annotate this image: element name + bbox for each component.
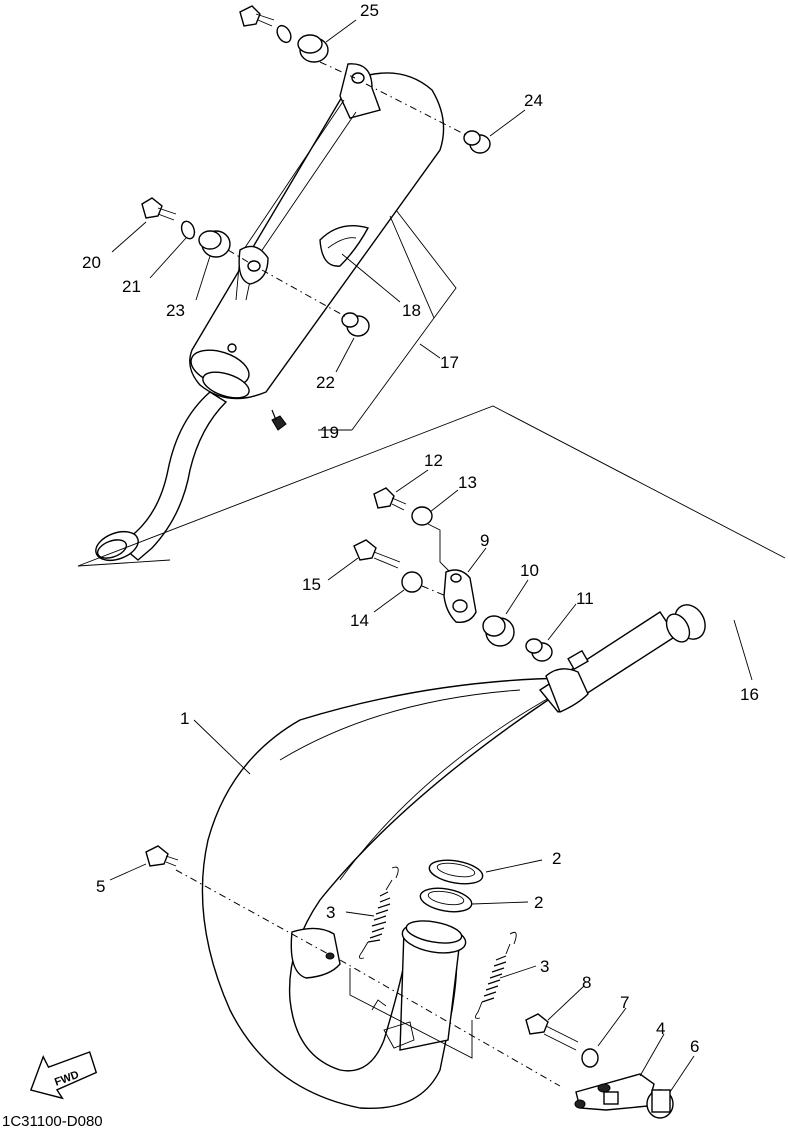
callout-9: 9 [480, 531, 489, 550]
grommet-10[interactable] [482, 615, 515, 647]
gasket-2-lower[interactable] [418, 885, 473, 916]
collar-24[interactable] [463, 130, 491, 154]
spring-3-left[interactable] [359, 866, 399, 959]
washer-14[interactable] [401, 571, 423, 593]
callout-16: 16 [740, 685, 759, 704]
callout-1: 1 [180, 709, 189, 728]
callout-13: 13 [458, 473, 477, 492]
callout-21: 21 [122, 277, 141, 296]
collar-11[interactable] [525, 638, 553, 662]
spring-3-right[interactable] [475, 931, 517, 1019]
callout-22: 22 [316, 373, 335, 392]
bolt-15[interactable] [353, 539, 401, 569]
callout-20: 20 [82, 253, 101, 272]
diagram-code: 1C31100-D080 [2, 1113, 103, 1129]
callout-18: 18 [402, 301, 421, 320]
bolt-5[interactable] [145, 845, 179, 867]
callout-15: 15 [302, 575, 321, 594]
collar-22[interactable] [341, 312, 370, 337]
leader-lines [109, 19, 753, 1093]
callout-3-left: 3 [326, 903, 335, 922]
bracket-9[interactable] [443, 569, 477, 623]
silencer-assembly[interactable] [92, 63, 445, 566]
callout-5: 5 [96, 877, 105, 896]
callout-24: 24 [524, 91, 543, 110]
washer-13[interactable] [411, 506, 433, 526]
callout-4: 4 [656, 1019, 665, 1038]
bolt-8[interactable] [525, 1013, 579, 1051]
callout-7: 7 [620, 993, 629, 1012]
callout-14: 14 [350, 611, 369, 630]
callout-11: 11 [576, 589, 594, 608]
callout-3-right: 3 [540, 957, 549, 976]
callout-10: 10 [520, 561, 539, 580]
bolt-12[interactable] [373, 487, 407, 511]
bracket-4[interactable] [574, 1073, 655, 1111]
callout-12: 12 [424, 451, 443, 470]
callout-6: 6 [690, 1037, 699, 1056]
callout-23: 23 [166, 301, 185, 320]
callout-19: 19 [320, 423, 339, 442]
callout-2-upper: 2 [552, 849, 561, 868]
fwd-arrow-icon [29, 1051, 98, 1100]
callout-8: 8 [582, 973, 591, 992]
callout-25: 25 [360, 1, 379, 20]
collar-6[interactable] [646, 1089, 674, 1119]
gasket-2-upper[interactable] [428, 856, 485, 887]
callout-2-lower: 2 [534, 893, 543, 912]
bolt-20-group[interactable] [141, 197, 231, 258]
exhaust-pipe-1[interactable] [201, 599, 711, 1110]
callout-17: 17 [440, 353, 459, 372]
washer-7[interactable] [581, 1048, 599, 1068]
bolt-25-group[interactable] [239, 5, 329, 63]
